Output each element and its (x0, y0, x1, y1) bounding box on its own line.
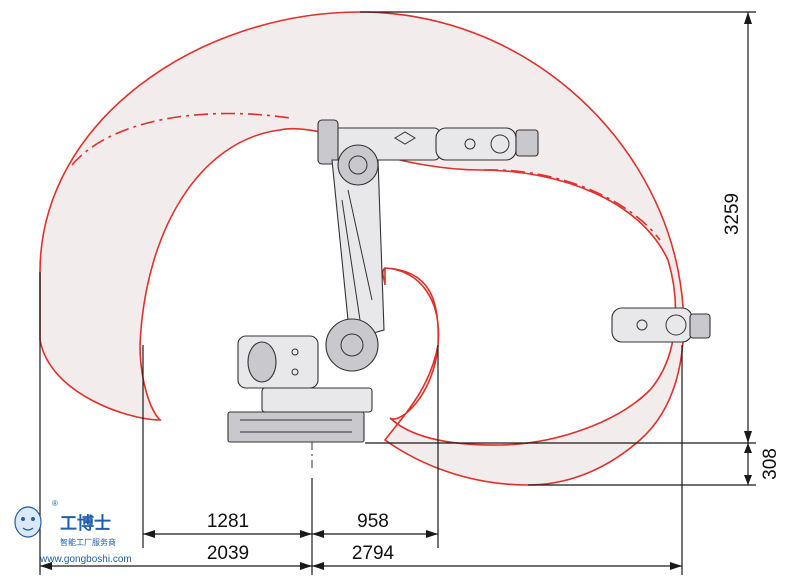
mascot-icon (14, 506, 42, 538)
dim-2039: 2039 (40, 543, 312, 570)
lower-wrist-bolt (636, 319, 648, 331)
lower-tool-flange (689, 313, 711, 339)
dim-2794: 2794 (312, 543, 682, 570)
dim-1281: 1281 (143, 511, 312, 538)
dim-3259: 3259 (722, 12, 752, 443)
shoulder-hub (340, 333, 364, 357)
reach-arc-dashed-outer (71, 112, 291, 166)
robot-upper-pose (317, 119, 539, 165)
dim-label-2794: 2794 (352, 543, 395, 564)
logo-registered-mark: ® (52, 499, 58, 508)
arm-cable (347, 189, 373, 301)
reach-arc-dashed-inner (483, 169, 661, 241)
wrist-housing (435, 127, 517, 161)
elbow-hub (348, 155, 368, 175)
dim-label-308: 308 (760, 448, 781, 480)
lower-wrist-housing (611, 307, 693, 343)
gongboshi-logo: ® 工博士 智能工厂服务商 www.gongboshi.com (14, 499, 132, 565)
turntable (261, 387, 373, 413)
lower-arm (331, 159, 385, 341)
robot-arm (325, 144, 385, 372)
dim-label-958: 958 (357, 511, 389, 532)
dim-308: 308 (744, 443, 781, 485)
logo-tagline: 智能工厂服务商 (60, 537, 116, 547)
elbow-joint (337, 144, 379, 186)
shoulder-joint (325, 318, 379, 372)
wrist-bolt (464, 138, 476, 150)
base-plate (227, 411, 365, 443)
tool-flange (515, 129, 539, 157)
motor-bolt-1 (291, 348, 299, 356)
base-ribs (240, 419, 352, 433)
arm-detail (394, 131, 416, 145)
extension-lines (39, 11, 756, 575)
motor-bolt-2 (291, 368, 299, 376)
wrist-joint (490, 134, 510, 154)
logo-url: www.gongboshi.com (39, 554, 132, 565)
arm-edge (341, 199, 361, 321)
dim-958: 958 (312, 511, 438, 538)
robot-base (227, 387, 373, 443)
robot-motor-housing (237, 335, 319, 389)
dim-label-2039: 2039 (207, 543, 249, 564)
logo-brand: 工博士 (60, 513, 111, 533)
lower-wrist-joint (665, 314, 687, 336)
motor-cap (247, 341, 277, 383)
dim-label-3259: 3259 (722, 193, 743, 235)
upper-arm-housing (317, 119, 339, 165)
dim-label-1281: 1281 (207, 511, 249, 532)
robot-lower-pose (611, 307, 711, 343)
